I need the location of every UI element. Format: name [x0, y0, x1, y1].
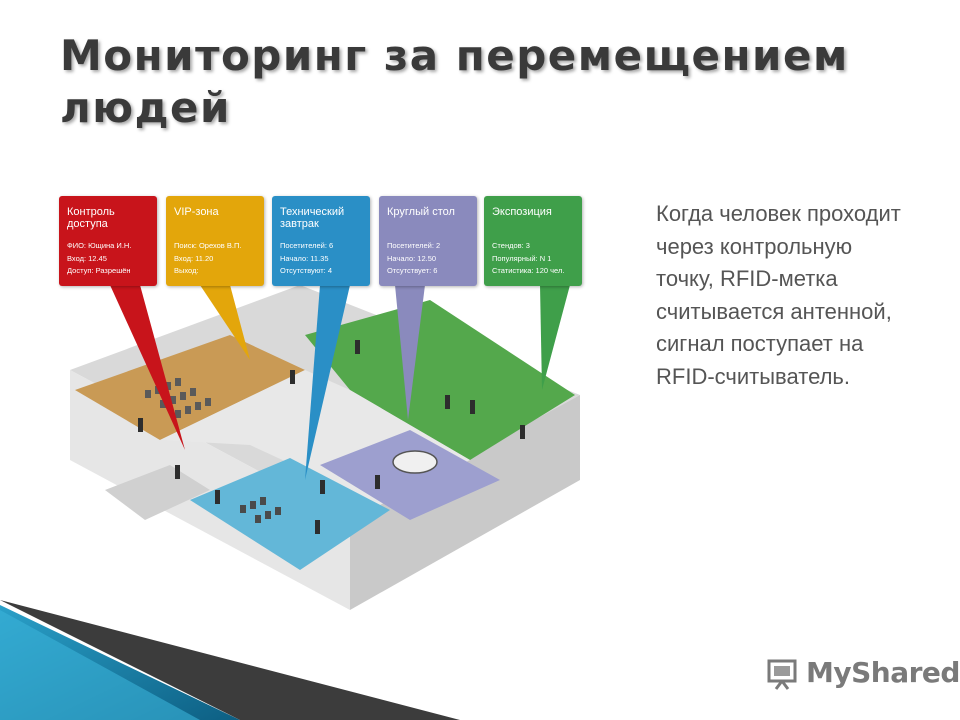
floor-plan-illustration: Контроль доступа ФИО: Ющина И.Н. Вход: 1…	[50, 190, 600, 610]
card-line: ФИО: Ющина И.Н.	[67, 241, 132, 250]
callout-card-tech-breakfast: Технический завтрак Посетителей: 6 Начал…	[272, 196, 370, 286]
card-details: ФИО: Ющина И.Н. Вход: 12.45 Доступ: Разр…	[67, 240, 157, 278]
slide-body-text: Когда человек проходит через контрольную…	[656, 201, 901, 389]
floor-plan-drawing	[70, 285, 580, 610]
card-title: Технический завтрак	[280, 206, 345, 230]
callout-card-access-control: Контроль доступа ФИО: Ющина И.Н. Вход: 1…	[59, 196, 157, 286]
card-details: Посетителей: 2 Начало: 12.50 Отсутствует…	[387, 240, 477, 278]
card-line: Посетителей: 2	[387, 241, 441, 250]
callout-card-vip-zone: VIP-зона Поиск: Орехов В.П. Вход: 11.20 …	[166, 196, 264, 286]
card-line: Посетителей: 6	[280, 241, 334, 250]
card-line: Статистика: 120 чел.	[492, 266, 565, 275]
card-line: Вход: 11.20	[174, 253, 214, 263]
card-title: Контроль доступа	[67, 206, 115, 230]
corner-decoration	[0, 600, 460, 720]
card-line: Начало: 11.35	[280, 253, 329, 263]
presentation-board-icon	[767, 659, 797, 690]
card-details: Посетителей: 6 Начало: 11.35 Отсутствуют…	[280, 240, 370, 278]
callout-card-round-table: Круглый стол Посетителей: 2 Начало: 12.5…	[379, 196, 477, 286]
card-line: Начало: 12.50	[387, 253, 437, 263]
card-line: Выход:	[174, 266, 199, 275]
card-title: VIP-зона	[174, 206, 219, 218]
card-title: Экспозиция	[492, 206, 552, 218]
card-line: Отсутствует: 6	[387, 266, 438, 275]
myshared-logo: MyShared	[766, 654, 960, 694]
card-line: Доступ: Разрешён	[67, 266, 131, 275]
card-line: Отсутствуют: 4	[280, 266, 333, 275]
card-line: Поиск: Орехов В.П.	[174, 241, 242, 250]
card-title: Круглый стол	[387, 206, 455, 218]
callout-card-exposition: Экспозиция Стендов: 3 Популярный: N 1 Ст…	[484, 196, 582, 286]
logo-text: MyShared	[806, 656, 960, 689]
card-details: Поиск: Орехов В.П. Вход: 11.20 Выход:	[174, 240, 264, 278]
card-details: Стендов: 3 Популярный: N 1 Статистика: 1…	[492, 240, 582, 278]
card-line: Популярный: N 1	[492, 253, 552, 263]
card-line: Стендов: 3	[492, 241, 530, 250]
slide-title: Мониторинг за перемещением людей	[60, 31, 849, 132]
card-line: Вход: 12.45	[67, 253, 107, 263]
